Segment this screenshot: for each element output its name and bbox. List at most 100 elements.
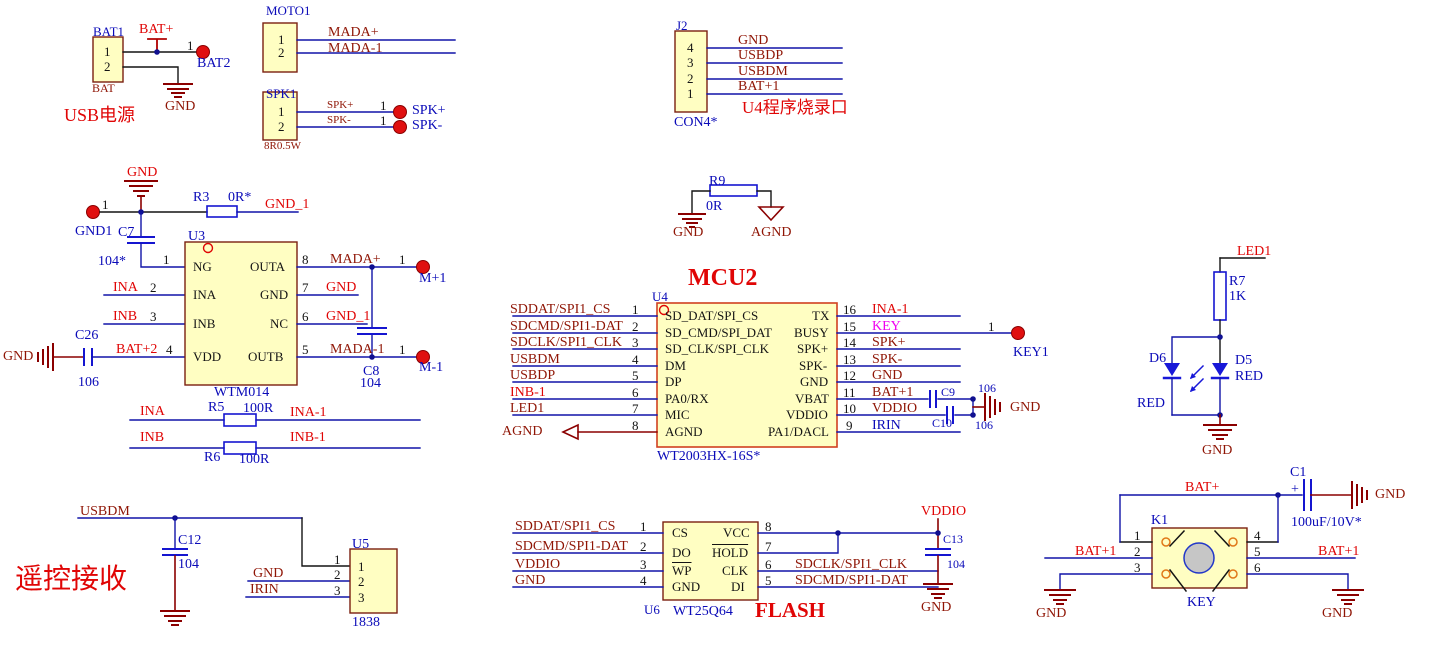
resistor-r3 [206, 205, 238, 218]
d5-ref: D5 [1235, 353, 1253, 368]
gnd-symbol-bat [163, 83, 193, 98]
u4-pin7-num: 7 [632, 401, 639, 416]
u3-pin1-num: 1 [163, 252, 170, 267]
u4-name-pa1: PA1/DACL [768, 424, 829, 439]
net-bat-plus-key: BAT+ [1185, 480, 1220, 495]
net-inb1-u4: INB-1 [510, 385, 546, 400]
k1-pin3-num: 3 [1134, 560, 1141, 575]
gnd-label-c13: GND [921, 600, 952, 615]
c8-val: 104 [360, 376, 381, 391]
pad-label-bat2: BAT2 [197, 56, 231, 71]
u6-name-clk: CLK [722, 563, 748, 578]
m-plus-pad-pin: 1 [399, 252, 406, 267]
net-mada-minus-u3: MADA-1 [330, 342, 385, 357]
r7-val: 1K [1229, 289, 1247, 304]
d6-color: RED [1137, 396, 1165, 411]
spk-pad-pin2: 1 [380, 113, 387, 128]
u5-inner-pin2: 2 [358, 574, 365, 589]
c26-val: 106 [78, 375, 99, 390]
cap-c8 [357, 327, 387, 335]
pad-spk-plus [393, 105, 407, 119]
k1-ref: K1 [1151, 513, 1169, 528]
spk1-pin2: 2 [278, 119, 285, 134]
flash-title: FLASH [755, 598, 826, 622]
u6-name-wp: WP [672, 563, 692, 578]
u4-name-pa0: PA0/RX [665, 391, 709, 406]
c12-ref: C12 [178, 533, 202, 548]
net-irin-u5: IRIN [250, 582, 279, 597]
u4-pin16-num: 16 [843, 302, 856, 317]
u6-part: WT25Q64 [673, 604, 733, 619]
u4-name-sddat: SD_DAT/SPI_CS [665, 308, 759, 323]
net-gnd1-u3: GND_1 [326, 309, 371, 324]
net-usbdp-j2: USBDP [738, 48, 784, 63]
amp-section-graphic [37, 180, 430, 386]
u6-name-cs: CS [672, 525, 688, 540]
gnd-label-r9: GND [673, 225, 704, 240]
gnd-symbol-k1-right [1332, 589, 1364, 605]
u3-name-inb: INB [193, 316, 216, 331]
c13-val: 104 [947, 557, 965, 571]
net-spkp-u4: SPK+ [872, 335, 906, 350]
k1-label: KEY [1187, 595, 1216, 610]
net-gnd-u5: GND [253, 566, 284, 581]
gnd-symbol-c13 [923, 583, 953, 599]
moto1-ref: MOTO1 [266, 3, 311, 18]
spk1-connector-graphic [262, 91, 407, 141]
spk1-ref: SPK1 [266, 86, 297, 101]
u3-pin4-num: 4 [166, 342, 173, 357]
net-sdcmd2-u6: SDCMD/SPI1-DAT [795, 573, 908, 588]
net-mada-plus-u3: MADA+ [330, 252, 381, 267]
k1-pin1-num: 1 [1134, 528, 1141, 543]
bat1-connector-graphic [92, 36, 210, 98]
moto1-connector-graphic [262, 22, 456, 73]
u6-name-do: DO [672, 545, 691, 560]
mcu-title: MCU2 [688, 265, 758, 291]
u4-name-mic: MIC [665, 407, 690, 422]
u4-body [656, 302, 838, 448]
net-mada-plus: MADA+ [328, 25, 379, 40]
key-button[interactable] [1183, 542, 1215, 574]
u4-name-vbat: VBAT [795, 391, 829, 406]
net-key-u4: KEY [872, 319, 901, 334]
u4-name-spkm: SPK- [799, 358, 828, 373]
u4-pin5-num: 5 [632, 368, 639, 383]
u4-name-dp: DP [665, 374, 682, 389]
net-gnd-j2: GND [738, 33, 769, 48]
u5-inner-pin1: 1 [358, 559, 365, 574]
net-inb-1: INB-1 [290, 430, 326, 445]
net-bat1-key-left: BAT+1 [1075, 544, 1117, 559]
r9-ref: R9 [709, 174, 726, 189]
r6-ref: R6 [204, 450, 221, 465]
u4-pin2-num: 2 [632, 319, 639, 334]
net-ina1-u4: INA-1 [872, 302, 909, 317]
net-irin-u4: IRIN [872, 418, 901, 433]
k1-pin5-num: 5 [1254, 544, 1261, 559]
u5-part: 1838 [352, 615, 380, 630]
u4-name-dm: DM [665, 358, 686, 373]
net-bat1-u4: BAT+1 [872, 385, 914, 400]
c8-ref: C8 [363, 364, 380, 379]
gnd-symbol-c26 [37, 343, 85, 371]
net-agnd-u4: AGND [502, 424, 543, 439]
diode-d6 [1162, 363, 1182, 416]
gnd-label-top: GND [127, 165, 158, 180]
agnd-symbol-r9 [757, 206, 785, 222]
net-gnd-u3: GND [326, 280, 357, 295]
c10-ref: C10 [932, 416, 953, 430]
cap-c10 [946, 406, 954, 424]
net-sdcmd-u6: SDCMD/SPI1-DAT [515, 539, 628, 554]
net-inb-r6: INB [140, 430, 165, 445]
u6-pin2-num: 2 [640, 539, 647, 554]
net-gnd-1: GND_1 [265, 197, 310, 212]
r9-graphic [678, 184, 785, 228]
u4-name-sdcmd: SD_CMD/SPI_DAT [665, 325, 772, 340]
pad-label-m-minus: M-1 [419, 360, 444, 375]
r9-val: 0R [706, 199, 723, 214]
c1-plus: + [1291, 482, 1299, 497]
d6-ref: D6 [1149, 351, 1167, 366]
k1-pin6-num: 6 [1254, 560, 1261, 575]
u3-name-vdd: VDD [193, 349, 222, 364]
net-inb: INB [113, 309, 138, 324]
net-sdclk-u6: SDCLK/SPI1_CLK [795, 557, 908, 572]
